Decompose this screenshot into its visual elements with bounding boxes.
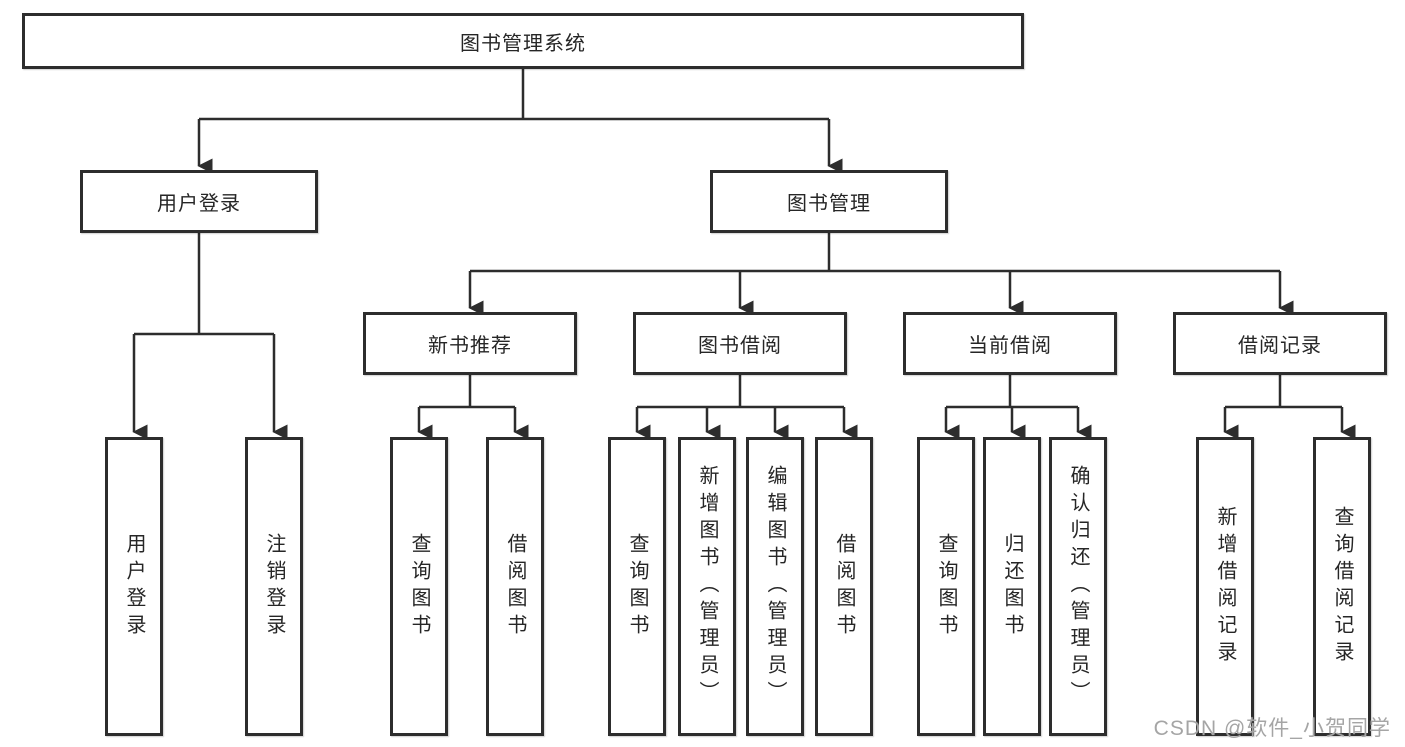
csdn-watermark: CSDN @软件_小贺同学	[1153, 717, 1391, 740]
node-leaf-add-borrow-record: 新增借阅记录	[1196, 437, 1254, 736]
node-leaf-return-books: 归还图书	[983, 437, 1041, 736]
node-label: 注销登录	[263, 532, 285, 641]
node-borrowing-records: 借阅记录	[1173, 312, 1387, 375]
node-label: 借阅图书	[504, 532, 526, 641]
node-label: 查询图书	[935, 532, 957, 641]
node-label: 查询借阅记录	[1331, 505, 1353, 668]
node-label: 借阅图书	[833, 532, 855, 641]
node-label: 用户登录	[123, 532, 145, 641]
node-label: 新增图书（管理员）	[696, 465, 718, 708]
node-leaf-user-login: 用户登录	[105, 437, 163, 736]
node-label: 新增借阅记录	[1214, 505, 1236, 668]
node-label: 确认归还（管理员）	[1067, 465, 1089, 708]
node-label: 查询图书	[626, 532, 648, 641]
node-label: 归还图书	[1001, 532, 1023, 641]
node-leaf-confirm-return-admin: 确认归还（管理员）	[1049, 437, 1107, 736]
node-leaf-add-books-admin: 新增图书（管理员）	[678, 437, 736, 736]
node-library-management-system: 图书管理系统	[22, 13, 1024, 69]
node-leaf-query-borrow-record: 查询借阅记录	[1313, 437, 1371, 736]
node-leaf-edit-books-admin: 编辑图书（管理员）	[746, 437, 804, 736]
node-leaf-query-books-2: 查询图书	[608, 437, 666, 736]
node-leaf-borrow-books-2: 借阅图书	[815, 437, 873, 736]
node-leaf-logout: 注销登录	[245, 437, 303, 736]
node-new-book-recommend: 新书推荐	[363, 312, 577, 375]
node-current-borrowing: 当前借阅	[903, 312, 1117, 375]
node-label: 查询图书	[408, 532, 430, 641]
node-user-login-branch: 用户登录	[80, 170, 318, 233]
node-leaf-borrow-books-1: 借阅图书	[486, 437, 544, 736]
node-label: 编辑图书（管理员）	[764, 465, 786, 708]
node-leaf-query-books-1: 查询图书	[390, 437, 448, 736]
node-book-management-branch: 图书管理	[710, 170, 948, 233]
node-leaf-query-books-3: 查询图书	[917, 437, 975, 736]
node-book-borrowing: 图书借阅	[633, 312, 847, 375]
